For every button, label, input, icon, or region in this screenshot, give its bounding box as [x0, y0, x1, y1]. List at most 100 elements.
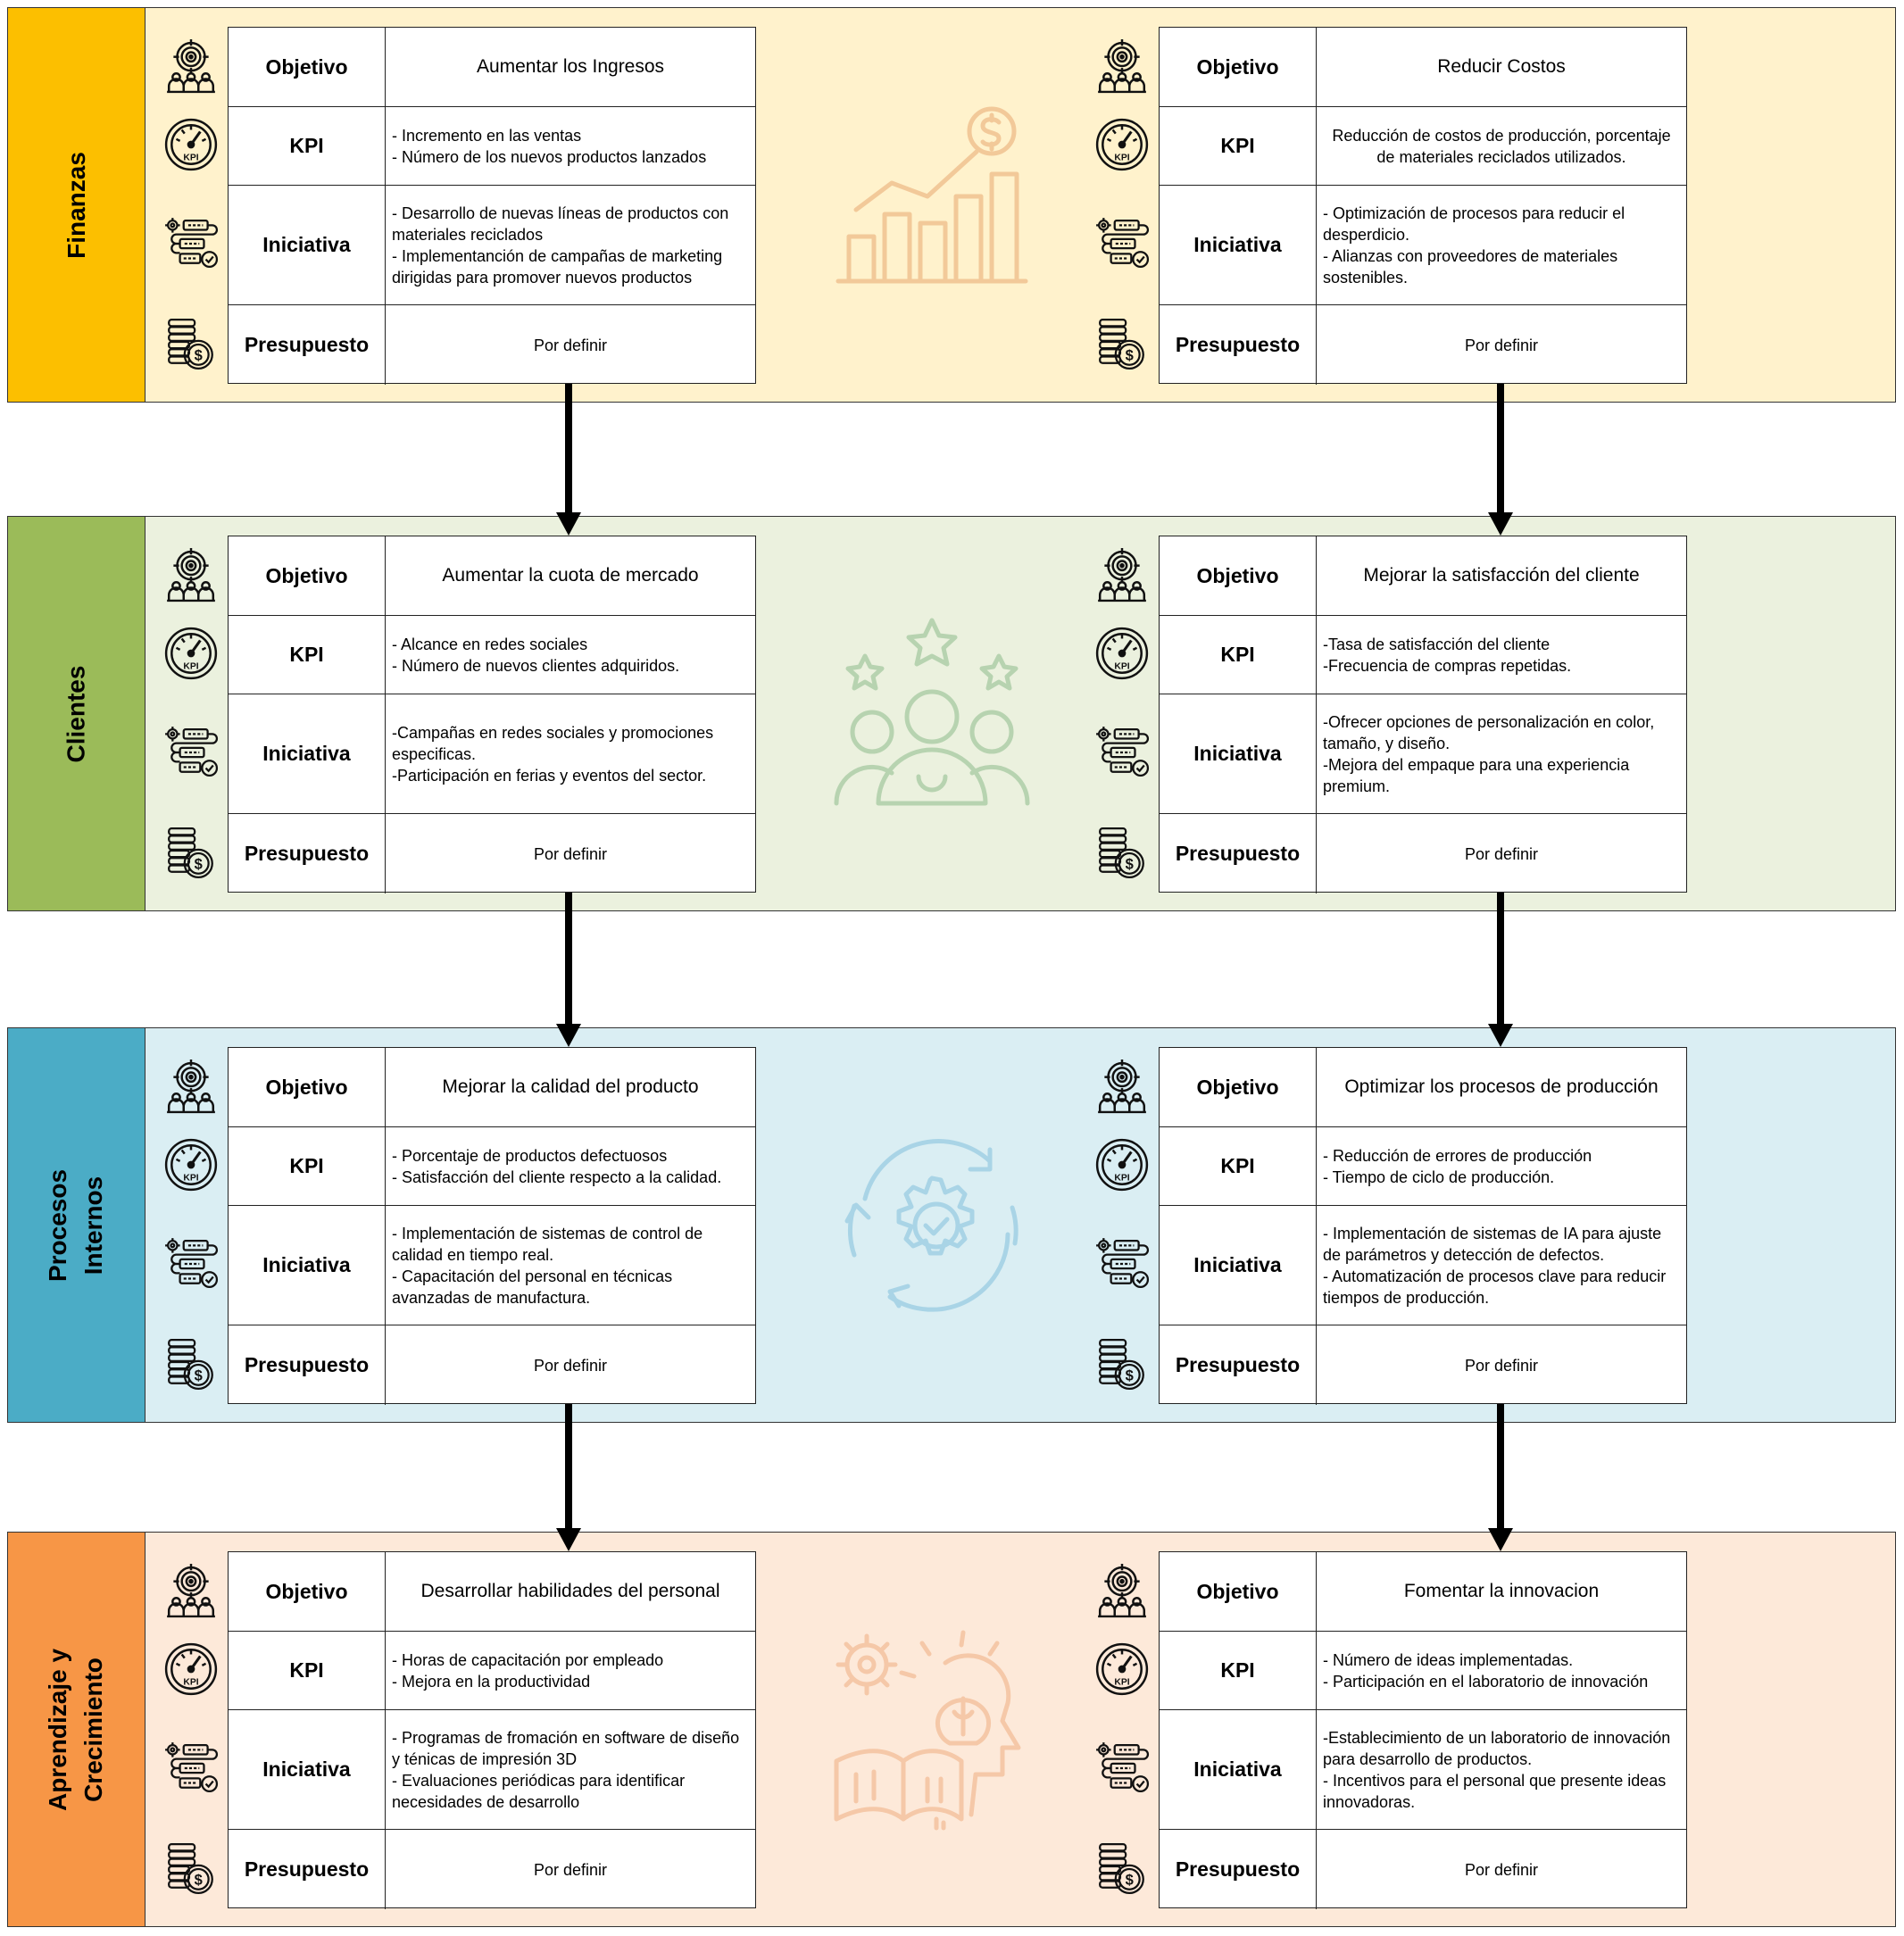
row-value: - Horas de capacitación por empleado - M…: [386, 1632, 755, 1709]
row-value: Por definir: [1317, 1325, 1686, 1405]
learning-brain-book-icon: [829, 1627, 1035, 1832]
svg-text:KPI: KPI: [1114, 1174, 1129, 1184]
section-label: Finanzas: [8, 8, 146, 402]
objetivo-text: Aumentar los Ingresos: [476, 56, 665, 77]
flow-arrow-line: [565, 384, 572, 514]
row-label: KPI: [229, 1632, 386, 1709]
objetivo-text: Mejorar la satisfacción del cliente: [1363, 565, 1640, 586]
row-value: Optimizar los procesos de producción: [1317, 1048, 1686, 1126]
row-label: Objetivo: [229, 536, 386, 615]
presupuesto-text: Por definir: [533, 336, 608, 354]
row-icons: KPI $: [154, 27, 226, 384]
flow-arrow-line: [1497, 1404, 1504, 1530]
row-kpi: KPI- Reducción de errores de producción …: [1160, 1126, 1686, 1205]
row-presupuesto: Presupuesto Por definir: [1160, 1325, 1686, 1405]
section-title: Finanzas: [59, 152, 95, 259]
row-iniciativa: Iniciativa-Campañas en redes sociales y …: [229, 694, 755, 813]
row-label: Objetivo: [229, 1552, 386, 1631]
row-value: -Establecimiento de un laboratorio de in…: [1317, 1710, 1686, 1829]
row-iniciativa: Iniciativa- Implementación de sistemas d…: [1160, 1205, 1686, 1325]
kpi-text: - Incremento en las ventas - Número de l…: [392, 126, 707, 166]
row-label: KPI: [1160, 616, 1317, 694]
row-label: Presupuesto: [1160, 1325, 1317, 1405]
section-title-line: Aprendizaje y: [44, 1648, 72, 1811]
row-label: KPI: [1160, 107, 1317, 185]
kpi-text: Reducción de costos de producción, porce…: [1332, 126, 1671, 166]
section-title-line: Clientes: [62, 665, 90, 762]
svg-text:KPI: KPI: [183, 662, 198, 672]
svg-text:KPI: KPI: [183, 1678, 198, 1688]
kpi-text: - Reducción de errores de producción - T…: [1323, 1146, 1592, 1186]
row-kpi: KPI Reducción de costos de producción, po…: [1160, 106, 1686, 185]
section-title-line: Crecimiento: [79, 1657, 108, 1802]
gear-cycle-check-icon: [829, 1123, 1035, 1328]
row-icons: KPI $: [154, 536, 226, 893]
row-iniciativa: Iniciativa- Programas de fromación en so…: [229, 1709, 755, 1829]
row-iniciativa: Iniciativa- Desarrollo de nuevas líneas …: [229, 185, 755, 304]
presupuesto-text: Por definir: [1464, 1860, 1539, 1879]
svg-text:KPI: KPI: [1114, 154, 1129, 163]
row-kpi: KPI- Alcance en redes sociales - Número …: [229, 615, 755, 694]
svg-text:$: $: [195, 1872, 203, 1889]
row-value: Fomentar la innovacion: [1317, 1552, 1686, 1631]
row-presupuesto: Presupuesto Por definir: [1160, 1829, 1686, 1909]
row-value: - Incremento en las ventas - Número de l…: [386, 107, 755, 185]
row-value: - Optimización de procesos para reducir …: [1317, 186, 1686, 304]
row-label: Presupuesto: [1160, 1830, 1317, 1909]
flow-arrow-head: [1488, 1528, 1513, 1551]
row-label: Iniciativa: [1160, 1206, 1317, 1325]
presupuesto-text: Por definir: [1464, 844, 1539, 863]
svg-text:$: $: [195, 347, 203, 364]
row-label: Iniciativa: [1160, 186, 1317, 304]
row-label: KPI: [229, 1127, 386, 1205]
presupuesto-text: Por definir: [533, 1356, 608, 1375]
row-label: Iniciativa: [229, 186, 386, 304]
row-value: Por definir: [1317, 305, 1686, 385]
iniciativa-text: -Campañas en redes sociales y promocione…: [392, 723, 714, 785]
svg-text:KPI: KPI: [183, 154, 198, 163]
iniciativa-text: - Implementación de sistemas de IA para …: [1323, 1224, 1667, 1307]
row-label: Iniciativa: [229, 1206, 386, 1325]
row-label: Iniciativa: [229, 694, 386, 813]
row-value: - Implementación de sistemas de IA para …: [1317, 1206, 1686, 1325]
flow-arrow-head: [1488, 512, 1513, 536]
row-label: Iniciativa: [1160, 694, 1317, 813]
section-title-line: Internos: [79, 1176, 108, 1275]
row-value: Reducción de costos de producción, porce…: [1317, 107, 1686, 185]
section-label: Clientes: [8, 517, 146, 910]
flow-arrow-line: [565, 1404, 572, 1530]
svg-text:$: $: [1126, 347, 1134, 364]
row-icons: KPI$: [1085, 1047, 1157, 1404]
row-value: Desarrollar habilidades del personal: [386, 1552, 755, 1631]
svg-text:$: $: [195, 856, 203, 873]
row-value: - Reducción de errores de producción - T…: [1317, 1127, 1686, 1205]
flow-arrow-line: [1497, 893, 1504, 1026]
row-iniciativa: Iniciativa- Optimización de procesos par…: [1160, 185, 1686, 304]
objetivo-text: Fomentar la innovacion: [1403, 1581, 1600, 1601]
row-value: -Ofrecer opciones de personalización en …: [1317, 694, 1686, 813]
section-title: Clientes: [59, 665, 95, 762]
svg-text:$: $: [1126, 856, 1134, 873]
presupuesto-text: Por definir: [1464, 1356, 1539, 1375]
